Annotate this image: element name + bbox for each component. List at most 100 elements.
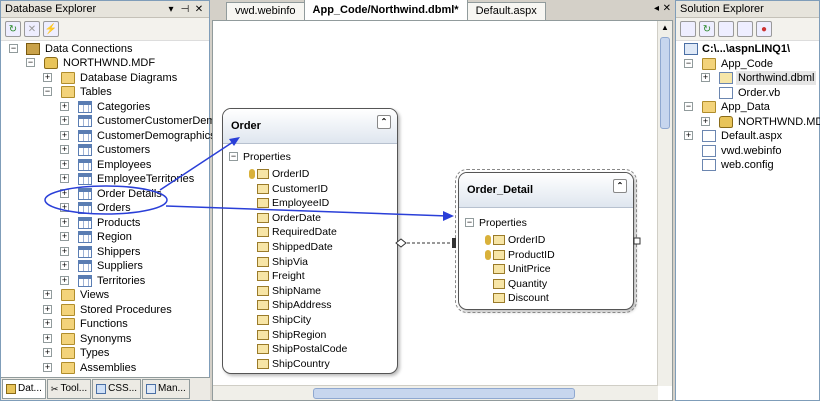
connect-database-icon[interactable]: ⚡ — [43, 21, 59, 37]
tree-item-assemblies[interactable]: + Assemblies — [1, 361, 201, 375]
tree-item-tables[interactable]: − Tables — [1, 85, 201, 99]
tree-item-default-aspx[interactable]: + Default.aspx — [676, 129, 819, 143]
collapse-icon[interactable]: − — [9, 43, 18, 53]
tree-item-products[interactable]: + Products — [1, 216, 201, 230]
tab-northwind-dbml[interactable]: App_Code/Northwind.dbml* — [303, 0, 468, 20]
tree-item-web-config[interactable]: web.config — [676, 158, 819, 172]
tree-item-region[interactable]: + Region — [1, 230, 201, 244]
expand-icon[interactable]: + — [60, 159, 69, 169]
expand-icon[interactable]: + — [43, 333, 52, 343]
collapse-icon[interactable]: − — [465, 217, 474, 227]
expand-icon[interactable]: + — [60, 130, 69, 140]
expand-icon[interactable]: + — [43, 304, 52, 314]
order-detail-entity-header[interactable]: Order_Detail ⌃ — [459, 173, 633, 208]
tree-item-vwd-webinfo[interactable]: vwd.webinfo — [676, 144, 819, 158]
scroll-up-arrow-icon[interactable]: ▲ — [661, 23, 669, 32]
close-document-icon[interactable]: ✕ — [662, 3, 671, 14]
tree-item-app-code[interactable]: − App_Code — [676, 57, 819, 71]
close-icon[interactable]: ✕ — [194, 3, 204, 15]
dropdown-arrow-icon[interactable]: ▾ — [168, 3, 174, 15]
expand-icon[interactable]: + — [684, 130, 693, 140]
horizontal-scrollbar[interactable] — [213, 385, 658, 400]
tab-css-properties[interactable]: CSS... — [92, 379, 142, 399]
scroll-thumb[interactable] — [660, 37, 670, 129]
tree-item-territories[interactable]: + Territories — [1, 274, 201, 288]
vertical-scrollbar[interactable]: ▲ — [657, 21, 672, 386]
tree-item-northwnd-mdf[interactable]: − NORTHWND.MDF — [1, 56, 201, 70]
view-designer-icon[interactable] — [737, 21, 753, 37]
tree-item-shippers[interactable]: + Shippers — [1, 245, 201, 259]
refresh-icon[interactable]: ↻ — [5, 21, 21, 37]
tab-dropdown-arrow-icon[interactable]: ◂ — [653, 3, 659, 14]
tree-item-database-diagrams[interactable]: + Database Diagrams — [1, 71, 201, 85]
expand-icon[interactable]: + — [60, 275, 69, 285]
properties-icon[interactable] — [680, 21, 696, 37]
order-entity-header[interactable]: Order ⌃ — [223, 109, 397, 144]
collapse-icon[interactable]: − — [229, 151, 238, 161]
expand-icon[interactable]: + — [60, 188, 69, 198]
tree-item-employeeterritories[interactable]: + EmployeeTerritories — [1, 172, 209, 186]
tree-item-functions[interactable]: + Functions — [1, 317, 201, 331]
tree-item-order-details[interactable]: + Order Details — [1, 187, 201, 201]
tree-item-categories[interactable]: + Categories — [1, 100, 201, 114]
refresh-icon[interactable]: ↻ — [699, 21, 715, 37]
tab-database-explorer[interactable]: Dat... — [2, 379, 46, 399]
tab-manage-styles[interactable]: Man... — [142, 379, 190, 399]
config-file-icon — [702, 159, 716, 171]
expand-icon[interactable]: + — [701, 116, 710, 126]
tree-item-app-data[interactable]: − App_Data — [676, 100, 819, 114]
horizontal-scroll-thumb[interactable] — [313, 388, 575, 399]
tree-item-employees[interactable]: + Employees — [1, 158, 201, 172]
tree-item-customers[interactable]: + Customers — [1, 143, 201, 157]
tree-item-customercustomerdemo[interactable]: + CustomerCustomerDemo — [1, 114, 222, 128]
tab-default-aspx[interactable]: Default.aspx — [466, 2, 546, 20]
expand-icon[interactable]: + — [60, 202, 69, 212]
tree-item-order-vb[interactable]: Order.vb — [676, 86, 819, 100]
expand-icon[interactable]: + — [60, 173, 69, 183]
tree-item-types[interactable]: + Types — [1, 346, 201, 360]
collapse-icon[interactable]: − — [43, 86, 52, 96]
collapse-icon[interactable]: − — [26, 57, 35, 67]
collapse-icon[interactable]: − — [684, 58, 693, 68]
expand-icon[interactable]: + — [60, 144, 69, 154]
property-icon — [493, 293, 505, 304]
tree-item-views[interactable]: + Views — [1, 288, 201, 302]
expand-icon[interactable]: + — [43, 289, 52, 299]
expand-icon[interactable]: + — [701, 72, 710, 82]
expand-icon[interactable]: + — [60, 115, 69, 125]
property-label: ShipRegion — [272, 328, 327, 341]
expand-icon[interactable]: + — [43, 362, 52, 372]
expand-icon[interactable]: + — [60, 231, 69, 241]
tree-item-suppliers[interactable]: + Suppliers — [1, 259, 201, 273]
tab-toolbox[interactable]: ✂ Tool... — [46, 379, 92, 399]
collapse-entity-icon[interactable]: ⌃ — [613, 179, 627, 193]
expand-icon[interactable]: + — [60, 217, 69, 227]
collapse-icon[interactable]: − — [684, 101, 693, 111]
expand-icon[interactable]: + — [43, 318, 52, 328]
cancel-icon[interactable]: ✕ — [24, 21, 40, 37]
expand-icon[interactable]: + — [60, 246, 69, 256]
tree-item-data-connections[interactable]: − Data Connections — [1, 42, 201, 56]
expand-icon[interactable]: + — [60, 101, 69, 111]
expand-icon[interactable]: + — [43, 72, 52, 82]
solution-explorer-title: Solution Explorer — [680, 3, 764, 15]
tree-item-northwnd-mdf-file[interactable]: + NORTHWND.MDF — [676, 115, 820, 129]
tree-item-orders[interactable]: + Orders — [1, 201, 201, 215]
expand-icon[interactable]: + — [60, 260, 69, 270]
tree-item-project[interactable]: C:\...\aspnLINQ1\ — [676, 42, 819, 56]
property-icon — [257, 183, 269, 194]
tab-vwd-webinfo[interactable]: vwd.webinfo — [226, 2, 305, 20]
tree-item-customerdemographics[interactable]: + CustomerDemographics — [1, 129, 216, 143]
copy-website-icon[interactable]: ● — [756, 21, 772, 37]
expand-icon[interactable]: + — [43, 347, 52, 357]
tree-item-northwind-dbml[interactable]: + Northwind.dbml — [676, 71, 819, 85]
tree-item-stored-procedures[interactable]: + Stored Procedures — [1, 303, 201, 317]
tree-item-synonyms[interactable]: + Synonyms — [1, 332, 201, 346]
nest-related-files-icon[interactable] — [718, 21, 734, 37]
pin-icon[interactable]: ⊣ — [180, 3, 190, 15]
collapse-entity-icon[interactable]: ⌃ — [377, 115, 391, 129]
property-label: Freight — [272, 270, 305, 283]
property-icon — [257, 227, 269, 238]
